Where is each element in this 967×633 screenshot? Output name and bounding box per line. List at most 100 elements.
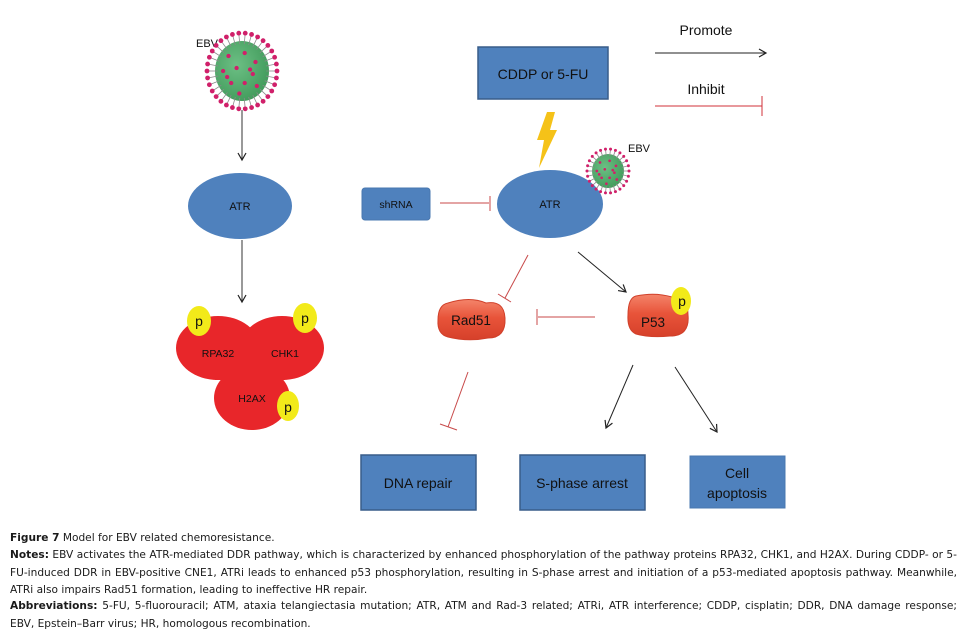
virus-spike <box>594 187 598 191</box>
virus-spike <box>587 179 591 183</box>
virus-spike <box>218 98 224 104</box>
virus-spike <box>209 48 215 54</box>
legend-promote-label: Promote <box>680 22 733 38</box>
virus-spike <box>594 151 598 155</box>
atr-label-right: ATR <box>539 199 560 211</box>
virus-spike <box>213 42 219 48</box>
pathway-diagram: Promote Inhibit EBV ATR RPA32 CHK1 H2AX … <box>176 22 786 511</box>
virus-spike <box>618 187 622 191</box>
notes-text: EBV activates the ATR-mediated DDR pathw… <box>10 549 957 596</box>
rad51-label: Rad51 <box>451 313 491 328</box>
figure-abbreviations: Abbreviations: 5-FU, 5-fluorouracil; ATM… <box>10 598 957 633</box>
virus-spike <box>599 148 603 152</box>
phospho-complex: RPA32 CHK1 H2AX p p p <box>176 303 324 430</box>
virus-spike <box>249 105 254 110</box>
p53-label: P53 <box>641 315 665 330</box>
figure-title: Model for EBV related chemoresistance. <box>59 532 275 544</box>
outcome-dna-repair <box>360 454 477 511</box>
virus-spike <box>249 32 254 37</box>
virus-spike <box>204 68 210 74</box>
virus-spike <box>599 190 603 194</box>
h2ax-label: H2AX <box>238 393 265 405</box>
virus-spike <box>626 164 630 168</box>
inhibit-atr-to-rad51 <box>504 254 529 299</box>
virus-spike <box>223 34 229 40</box>
virus-spike <box>586 174 590 178</box>
phospho-rpa32 <box>187 306 211 336</box>
abbreviations-label: Abbreviations: <box>10 600 98 612</box>
virus-spike <box>230 32 235 37</box>
left-pathway: EBV ATR RPA32 CHK1 H2AX p p p <box>176 30 324 430</box>
outcome-s-phase-arrest-label: S-phase arrest <box>536 475 628 491</box>
ebv-label-left: EBV <box>196 38 219 50</box>
phospho-chk1 <box>293 303 317 333</box>
outcome-s-phase-arrest <box>519 454 646 511</box>
atr-label-left: ATR <box>229 201 250 213</box>
rad51-node <box>437 299 506 341</box>
virus-spike <box>603 191 607 195</box>
right-pathway: CDDP or 5-FU shRNA ATR EBV Rad51 P53 p <box>360 46 786 511</box>
shrna-label: shRNA <box>379 199 412 211</box>
virus-spike <box>274 68 280 74</box>
virus-spike <box>590 154 594 158</box>
virus-spike <box>236 30 242 36</box>
virus-spike <box>223 102 229 108</box>
arrow-p53-to-apoptosis <box>674 366 718 434</box>
virus-spike <box>218 38 224 44</box>
arrow-atr-to-p53 <box>577 251 627 293</box>
virus-spike <box>213 94 219 100</box>
virus-spike <box>609 147 613 151</box>
inhibit-dna-repair-bar <box>439 423 458 431</box>
cddp-5fu-box <box>477 46 609 100</box>
arrow-p53-to-sphase <box>604 364 634 430</box>
ebv-label-right: EBV <box>628 143 651 155</box>
ebv-virus-icon-small <box>585 147 631 195</box>
virus-spike <box>622 184 626 188</box>
cddp-5fu-label: CDDP or 5-FU <box>498 66 589 82</box>
virus-spike <box>625 159 629 163</box>
virus-spike <box>230 105 235 110</box>
virus-spike <box>272 54 278 60</box>
figure-label: Figure 7 <box>10 532 60 544</box>
h2ax-lobe <box>214 366 290 430</box>
virus-spike <box>626 174 630 178</box>
virus-spike <box>603 147 607 151</box>
phospho-h2ax <box>277 391 299 421</box>
virus-spike <box>622 154 626 158</box>
virus-spike <box>585 169 589 173</box>
figure-notes: Notes: EBV activates the ATR-mediated DD… <box>10 547 957 600</box>
atr-node-left <box>188 173 292 239</box>
inhibit-atr-rad51-bar <box>497 293 512 303</box>
virus-spike <box>255 102 261 108</box>
virus-spike <box>590 184 594 188</box>
virus-spike <box>618 151 622 155</box>
virus-spike <box>209 88 215 94</box>
phospho-p53 <box>671 287 691 315</box>
virus-spike <box>627 169 631 173</box>
phospho-label: p <box>284 399 292 415</box>
lightning-bolt-icon <box>537 112 557 168</box>
shrna-box <box>361 187 431 221</box>
virus-spike <box>625 179 629 183</box>
virus-spike <box>236 106 242 112</box>
virus-spike <box>265 42 271 48</box>
virus-spike <box>255 34 261 40</box>
phospho-label: p <box>678 293 686 309</box>
virus-spike <box>272 82 278 88</box>
outcome-cell-apoptosis-line2: apoptosis <box>707 485 767 501</box>
virus-spike <box>609 191 613 195</box>
rpa32-label: RPA32 <box>202 348 235 360</box>
legend: Promote Inhibit <box>655 22 768 116</box>
virus-spike <box>613 148 617 152</box>
ebv-virus-icon <box>204 30 280 112</box>
virus-spike <box>206 54 212 60</box>
virus-spike <box>274 61 279 67</box>
notes-label: Notes: <box>10 549 49 561</box>
outcome-dna-repair-label: DNA repair <box>384 475 453 491</box>
outcome-cell-apoptosis <box>689 455 786 509</box>
virus-spike <box>260 98 266 104</box>
abbreviations-text: 5-FU, 5-fluorouracil; ATM, ataxia telang… <box>10 600 957 630</box>
atr-node-right <box>497 170 603 238</box>
virus-spike <box>205 61 210 67</box>
phospho-label: p <box>195 313 203 329</box>
